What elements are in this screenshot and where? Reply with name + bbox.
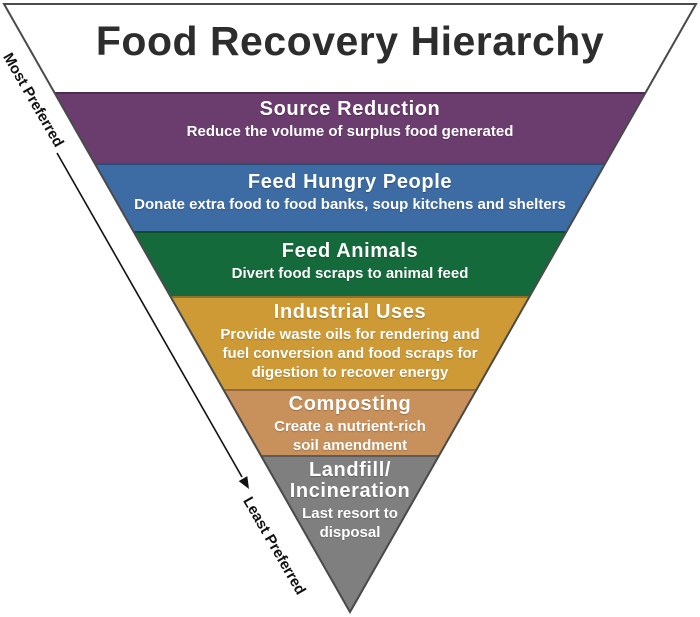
level-description: Last resort to disposal [302, 505, 398, 541]
level-title: Landfill/ Incineration [289, 459, 411, 502]
page-title: Food Recovery Hierarchy [95, 18, 605, 64]
level-industrial-uses: Industrial Uses Provide waste oils for r… [3, 296, 697, 389]
level-description: Reduce the volume of surplus food genera… [186, 123, 514, 140]
level-description: Provide waste oils for rendering and fue… [220, 326, 480, 381]
level-description: Create a nutrient-rich soil amendment [274, 418, 426, 454]
level-title: Feed Hungry People [247, 171, 453, 193]
level-title: Source Reduction [259, 98, 441, 120]
level-description: Divert food scraps to animal feed [231, 265, 469, 282]
level-feed-hungry-people: Feed Hungry People Donate extra food to … [3, 163, 697, 231]
level-feed-animals: Feed Animals Divert food scraps to anima… [3, 231, 697, 296]
level-description: Donate extra food to food banks, soup ki… [134, 196, 566, 213]
level-source-reduction: Source Reduction Reduce the volume of su… [3, 92, 697, 163]
level-composting: Composting Create a nutrient-rich soil a… [3, 389, 697, 455]
level-title: Industrial Uses [273, 301, 427, 323]
arrow-head-icon [238, 476, 249, 489]
level-landfill-incineration: Landfill/ Incineration Last resort to di… [3, 455, 697, 613]
level-title: Composting [288, 393, 412, 415]
level-title: Feed Animals [281, 240, 419, 262]
